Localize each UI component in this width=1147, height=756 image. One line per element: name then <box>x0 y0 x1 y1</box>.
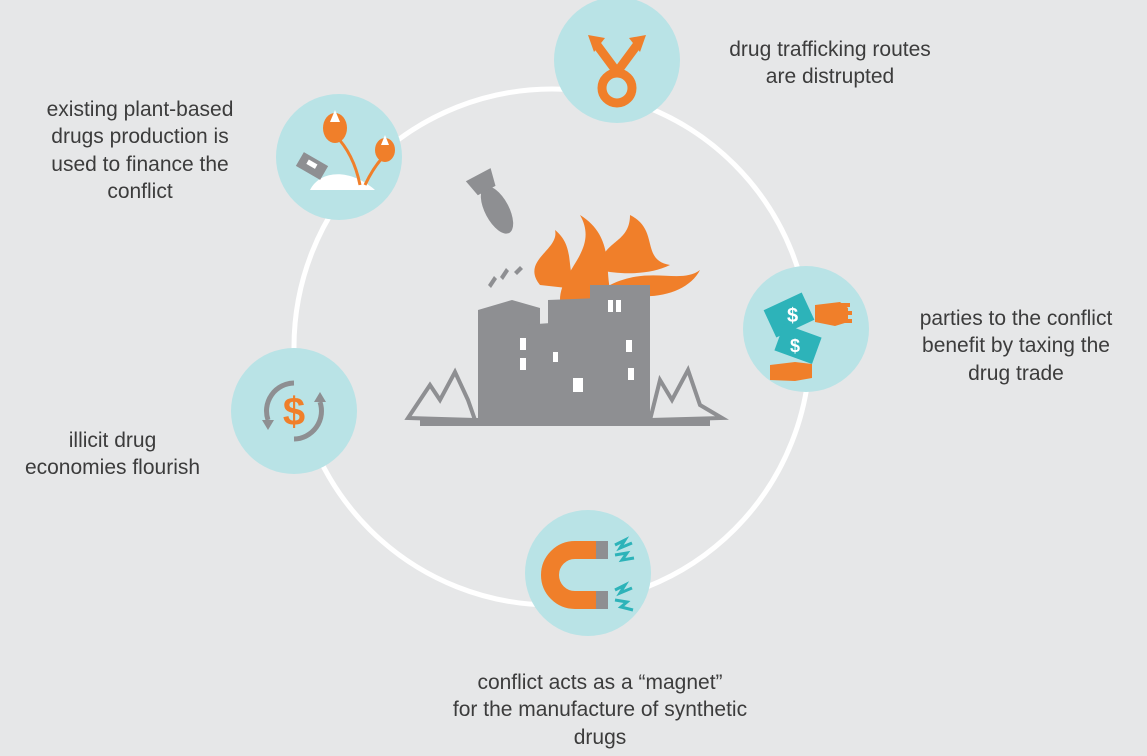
node-trafficking <box>554 0 680 123</box>
label-line: used to finance the <box>51 152 229 176</box>
node-taxing: $ $ <box>743 266 869 392</box>
label-line: existing plant-based <box>46 98 234 121</box>
label-line: drug trafficking routes <box>729 38 931 61</box>
label-line: drugs <box>573 725 627 749</box>
label-line: illicit drug <box>68 429 157 452</box>
svg-text:$: $ <box>790 336 800 356</box>
node-economies: $ <box>231 348 357 474</box>
label-line: benefit by taxing the <box>922 334 1110 358</box>
poppy-razor-icon <box>295 110 395 190</box>
label-line: parties to the conflict <box>919 307 1113 330</box>
svg-text:$: $ <box>283 390 305 434</box>
svg-text:$: $ <box>787 305 798 327</box>
money-hands-icon: $ $ <box>763 292 852 381</box>
label-economies: illicit drug economies flourish <box>0 427 225 482</box>
node-plant-based <box>276 94 402 220</box>
label-line: drug trade <box>968 361 1064 385</box>
label-magnet: conflict acts as a “magnet” for the manu… <box>420 669 780 751</box>
label-plant-based: existing plant-based drugs production is… <box>0 96 280 205</box>
label-taxing: parties to the conflict benefit by taxin… <box>885 305 1147 387</box>
node-magnet <box>525 510 651 636</box>
label-line: conflict acts as a “magnet” <box>477 671 723 694</box>
label-line: are distrupted <box>765 65 895 89</box>
label-line: economies flourish <box>24 456 201 480</box>
label-line: for the manufacture of synthetic <box>452 698 748 722</box>
magnet-icon <box>541 536 635 612</box>
label-line: drugs production is <box>51 125 229 149</box>
crossed-routes-icon <box>592 40 642 108</box>
dollar-cycle-icon: $ <box>262 380 326 442</box>
label-trafficking: drug trafficking routes are distrupted <box>700 36 960 91</box>
burning-building-icon <box>404 168 729 426</box>
label-line: conflict <box>107 179 173 203</box>
